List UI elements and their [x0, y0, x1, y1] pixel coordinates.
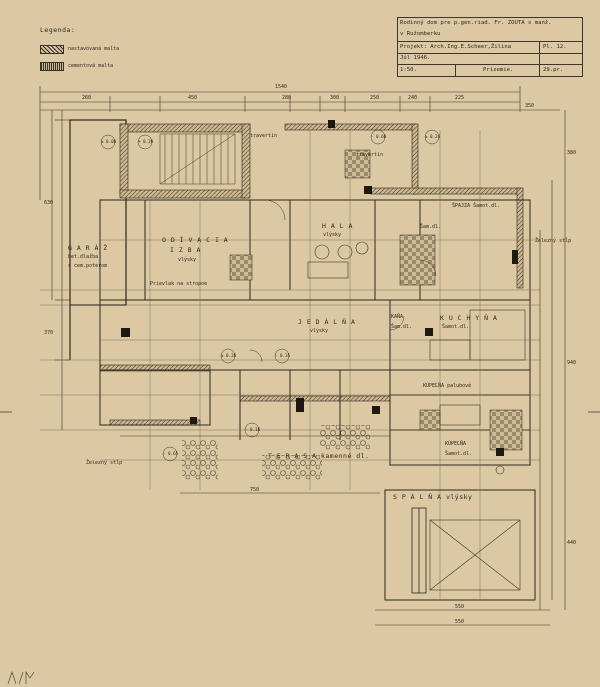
dim-bottom-2: 550 [455, 604, 465, 610]
pillar-note-right: Železný stĺp [535, 238, 572, 244]
room-pantry-floor: Šam.dl. [420, 224, 442, 230]
title-line-3: Projekt: Arch.Ing.E.Scheer,Žilina [400, 44, 512, 50]
top-dimension-chain [39, 86, 560, 200]
corner-mark [7, 671, 35, 685]
legend-swatch-hatched [40, 45, 64, 54]
level-label-3: - 0.60 [371, 134, 387, 139]
wardrobe [411, 507, 427, 594]
room-kitchen-floor: Šamot.dl. [442, 324, 470, 330]
exterior-walls [99, 123, 524, 426]
dim-2: 450 [188, 95, 198, 101]
level-markers [100, 129, 440, 462]
level-label-6: - 0.35 [275, 353, 291, 358]
count: 29.pr. [543, 67, 564, 73]
room-dressing-2: I Z B A [170, 246, 201, 254]
dim-right-3: 440 [567, 540, 577, 546]
hall-furniture [307, 241, 369, 279]
level-label-4: ± 0.24 [425, 134, 441, 139]
view-name: Prízemie. [483, 67, 514, 73]
room-bath-small: KAŇA [391, 314, 404, 320]
dim-bottom-3: 550 [455, 619, 465, 625]
level-label-8: - 0.10 [245, 427, 261, 432]
right-dimension-chain [539, 110, 566, 610]
room-dining: J E D Á L Ň A [298, 318, 356, 326]
dim-right-2: 940 [567, 360, 577, 366]
room-kitchen: K U C H Y Ň A [440, 314, 498, 322]
title-line-2: v Ružomberku [400, 31, 441, 37]
lintel-note: Prievlak na stropoe [150, 281, 208, 287]
legend-item-1: nastavovaná malta [68, 46, 120, 52]
dim-top-total: 1540 [275, 84, 288, 90]
level-label-1: ± 0.00 [101, 139, 117, 144]
room-dressing-floor: vlýsky [178, 257, 197, 263]
room-bathroom-floor: Šamot.dl. [445, 451, 473, 457]
legend-title: Legenda: [40, 26, 76, 34]
room-terrace: T E R A S A kamenné dl. [268, 452, 370, 460]
room-wc: KÚPEĽŇA palubové [423, 383, 472, 389]
dim-7: 225 [455, 95, 465, 101]
door-swings [249, 199, 437, 363]
room-bedroom: S P Á L Ň A vlýsky [393, 493, 473, 501]
level-label-5: ± 0.28 [221, 353, 237, 358]
fixtures [429, 309, 526, 591]
room-dining-floor: vlýsky [310, 328, 329, 334]
scale: 1:50. [400, 67, 417, 73]
dim-right-1: 380 [567, 150, 577, 156]
left-dimension-chain [51, 110, 70, 430]
room-hall-floor: vlýsky [323, 232, 342, 238]
room-pantry: ŠPAJZA Šamot.dl. [452, 203, 501, 209]
title-block: Rodinný dom pre p.gen.riad. Fr. ZOUTA s … [397, 17, 583, 77]
terrace-stones [182, 425, 370, 480]
pillar-note-left: Železný stĺp [86, 460, 123, 466]
level-label-2: + 0.20 [138, 139, 154, 144]
date: Júl 1946. [400, 55, 431, 61]
room-hall: H A L A [322, 222, 353, 230]
legend-item-2: cementová malta [68, 63, 114, 69]
level-label-7: - 0.65 [163, 451, 179, 456]
room-bath-small-floor: Šam.dl. [391, 324, 413, 330]
sheet-number: Pl. 12. [543, 44, 567, 50]
dim-6: 240 [408, 95, 418, 101]
tile-areas [229, 149, 523, 451]
dim-8: 350 [525, 103, 535, 109]
room-garage: G A R Á Ž [68, 244, 108, 252]
dim-bottom-1: 750 [250, 487, 260, 493]
dim-4: 300 [330, 95, 340, 101]
dim-1: 260 [82, 95, 92, 101]
dim-left-2: 370 [44, 330, 54, 336]
room-bathroom: KÚPEĽŇA [445, 441, 467, 447]
floor-travertin-1: travertin [250, 133, 278, 139]
title-line-1: Rodinný dom pre p.gen.riad. Fr. ZOUTA s … [400, 20, 552, 26]
dim-5: 250 [370, 95, 380, 101]
floor-travertin-2: travertin [356, 152, 384, 158]
room-dressing: O D Í V A C I A [162, 236, 229, 244]
legend-swatch-cement [40, 62, 64, 71]
stair-top [159, 133, 236, 185]
columns [121, 120, 518, 456]
dim-3: 280 [282, 95, 292, 101]
room-garage-finish: s cem.poterom [68, 263, 108, 269]
room-garage-floor: bet.dlažba [68, 254, 99, 260]
dim-left-1: 630 [44, 200, 54, 206]
